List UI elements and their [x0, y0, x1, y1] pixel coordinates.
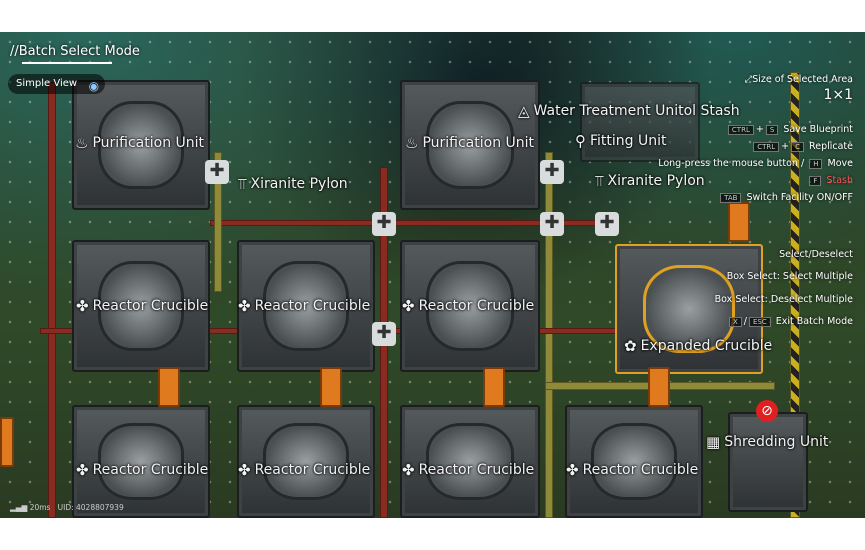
- pipe-junction[interactable]: ✚: [372, 212, 396, 236]
- resize-icon: ⤢: [744, 74, 753, 85]
- shredder-icon: ▦: [706, 433, 721, 451]
- label-expanded-crucible: ✿Expanded Crucible: [624, 337, 773, 355]
- label-fitting-unit: ⚲Fitting Unit: [575, 132, 667, 150]
- fan-icon: ✤: [566, 461, 579, 479]
- status-bar: ▂▄▆ 20ms UID: 4028807939: [10, 503, 124, 512]
- connector: [158, 367, 180, 407]
- reactor-crucible-1[interactable]: [72, 240, 210, 372]
- reactor-crucible-3[interactable]: [400, 240, 540, 372]
- label-xiranite-pylon-2: ⫪Xiranite Pylon: [595, 172, 705, 190]
- fan-icon: ✤: [76, 461, 89, 479]
- label-purification-unit-1: ♨Purification Unit: [75, 134, 205, 152]
- title-underline: [22, 62, 112, 64]
- eye-icon: ◉: [88, 79, 100, 93]
- label-reactor-crucible-4: ✤Reactor Crucible: [76, 461, 209, 479]
- control-move[interactable]: Long-press the mouse button / H Move: [658, 158, 853, 169]
- belt: [545, 152, 553, 518]
- purification-icon: ♨: [75, 134, 89, 152]
- connector: [648, 367, 670, 407]
- reactor-crucible-6[interactable]: [400, 405, 540, 518]
- fan-icon: ✤: [402, 297, 415, 315]
- pipe-junction[interactable]: ✚: [205, 160, 229, 184]
- shredding-unit[interactable]: [728, 412, 808, 512]
- pylon-icon: ⫪: [595, 172, 604, 190]
- label-reactor-crucible-1: ✤Reactor Crucible: [76, 297, 209, 315]
- gear-flower-icon: ✿: [624, 337, 637, 355]
- mode-title: //Batch Select Mode: [10, 44, 140, 59]
- belt: [790, 72, 800, 518]
- label-reactor-crucible-5: ✤Reactor Crucible: [238, 461, 371, 479]
- connector: [728, 202, 750, 242]
- pipe-junction[interactable]: ✚: [595, 212, 619, 236]
- selected-area-value: 1×1: [823, 87, 853, 103]
- signal-icon: ▂▄▆: [10, 503, 28, 512]
- purification-unit-2[interactable]: [400, 80, 540, 210]
- label-reactor-crucible-7: ✤Reactor Crucible: [566, 461, 699, 479]
- control-box-select[interactable]: Box Select: Select Multiple: [726, 271, 853, 282]
- control-switch-facility[interactable]: TAB Switch Facility ON/OFF: [718, 192, 853, 203]
- fan-icon: ✤: [402, 461, 415, 479]
- fan-icon: ✤: [238, 461, 251, 479]
- label-xiranite-pylon-1: ⫪Xiranite Pylon: [238, 175, 348, 193]
- control-stash[interactable]: F Stash: [807, 175, 853, 186]
- fan-icon: ✤: [76, 297, 89, 315]
- connector: [320, 367, 342, 407]
- fan-icon: ✤: [238, 297, 251, 315]
- control-box-deselect[interactable]: Box Select: Deselect Multiple: [714, 294, 853, 305]
- purification-unit-1[interactable]: [72, 80, 210, 210]
- control-replicate[interactable]: CTRL+C Replicate: [751, 141, 853, 152]
- expanded-crucible[interactable]: [615, 244, 763, 374]
- connector: [0, 417, 14, 467]
- reactor-crucible-5[interactable]: [237, 405, 375, 518]
- selected-area-label: ⤢Size of Selected Area: [744, 74, 853, 85]
- purification-icon: ♨: [405, 134, 419, 152]
- no-entry-icon: ⊘: [756, 400, 778, 422]
- fitting-icon: ⚲: [575, 132, 586, 150]
- pylon-icon: ⫪: [238, 175, 247, 193]
- game-viewport[interactable]: ✚ ✚ ✚ ✚ ✚ ✚ ♨Purification Unit ♨Purifica…: [0, 32, 865, 518]
- control-exit-batch[interactable]: X/ESC Exit Batch Mode: [727, 316, 853, 327]
- label-purification-unit-2: ♨Purification Unit: [405, 134, 535, 152]
- control-save-blueprint[interactable]: CTRL+S Save Blueprint: [726, 124, 853, 135]
- water-treatment-unit[interactable]: [580, 82, 700, 162]
- label-shredding-unit: ▦Shredding Unit: [706, 433, 829, 451]
- reactor-crucible-7[interactable]: [565, 405, 703, 518]
- connector: [483, 367, 505, 407]
- simple-view-button[interactable]: Simple View◉: [8, 74, 106, 94]
- pipe-junction[interactable]: ✚: [540, 212, 564, 236]
- pipe-junction[interactable]: ✚: [372, 322, 396, 346]
- pipe-junction[interactable]: ✚: [540, 160, 564, 184]
- belt: [214, 152, 222, 292]
- pipe: [48, 82, 56, 518]
- reactor-crucible-4[interactable]: [72, 405, 210, 518]
- label-reactor-crucible-6: ✤Reactor Crucible: [402, 461, 535, 479]
- water-treatment-icon: ◬: [518, 102, 530, 120]
- label-water-treatment: ◬Water Treatment Unitol Stash: [518, 102, 740, 120]
- reactor-crucible-2[interactable]: [237, 240, 375, 372]
- control-select-deselect[interactable]: Select/Deselect: [779, 249, 853, 260]
- label-reactor-crucible-3: ✤Reactor Crucible: [402, 297, 535, 315]
- label-reactor-crucible-2: ✤Reactor Crucible: [238, 297, 371, 315]
